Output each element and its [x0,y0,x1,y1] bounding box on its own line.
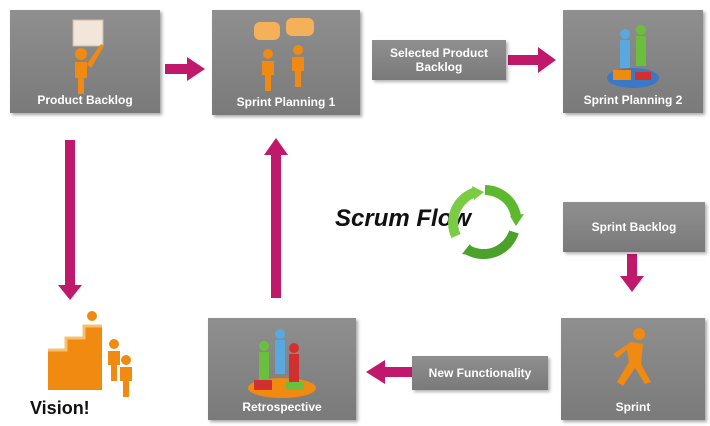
retrospective-label: Retrospective [242,400,322,414]
sprint-planning-2-label: Sprint Planning 2 [583,93,683,107]
discussion-figures-icon [254,18,314,91]
product-backlog-box[interactable]: Product Backlog [10,10,160,113]
retrospective-box[interactable]: Retrospective [208,318,356,420]
recycle-arrows-icon [448,185,524,259]
arrow-pb-to-sp1 [165,57,205,81]
sprint-backlog-tag: Sprint Backlog [563,202,705,252]
sprint-planning-2-box[interactable]: Sprint Planning 2 [563,10,703,113]
product-backlog-label: Product Backlog [37,93,133,107]
sprint-label: Sprint [615,400,651,414]
presenter-figure-icon [72,19,104,94]
stairs-team-icon [48,311,132,397]
arrow-sb-to-sprint [620,254,644,292]
arrow-pb-to-vision [58,140,82,300]
vision-label: Vision! [30,398,90,418]
sprint-planning-1-label: Sprint Planning 1 [236,95,336,109]
selected-product-backlog-tag: Selected Product Backlog [372,40,506,80]
sprint-planning-1-box[interactable]: Sprint Planning 1 [212,10,360,115]
puzzle-team-icon [248,329,316,398]
running-figure-icon [613,328,651,386]
arrow-retro-to-sp1 [264,138,288,298]
sprint-box[interactable]: Sprint [561,318,705,420]
new-functionality-tag: New Functionality [412,356,548,390]
arrow-nf-to-retro [366,360,412,384]
puzzle-team-icon [607,25,659,88]
arrow-spb-to-sp2 [508,47,556,73]
